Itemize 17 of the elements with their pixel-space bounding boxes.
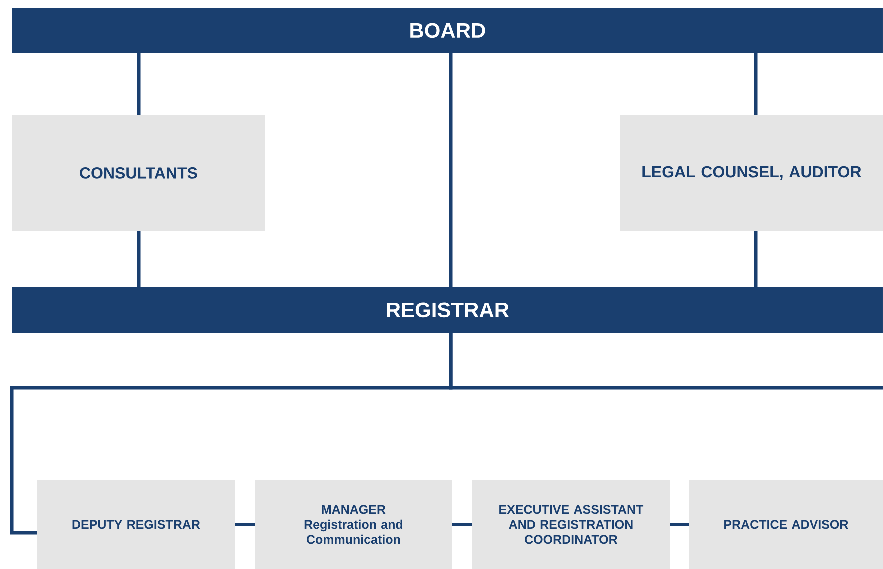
role-box: LEGAL COUNSEL, AUDITOR [620,115,883,232]
connector-line [754,231,758,287]
connector-line [670,522,689,526]
connector-line [449,333,883,390]
role-box: CONSULTANTS [12,115,266,232]
connector-line [137,231,141,287]
connector-line [235,522,255,526]
connector-line [754,53,758,115]
role-box: PRACTICE ADVISOR [689,480,883,569]
role-box: EXECUTIVE ASSISTANT AND REGISTRATION COORDINATOR [472,480,670,569]
role-box: MANAGER Registration and Communication [255,480,452,569]
role-box: DEPUTY REGISTRAR [37,480,236,569]
connector-line [137,53,141,115]
connector-line [452,522,472,526]
title-bar: BOARD [12,8,883,54]
connector-line [449,53,453,287]
title-bar: REGISTRAR [12,287,883,334]
